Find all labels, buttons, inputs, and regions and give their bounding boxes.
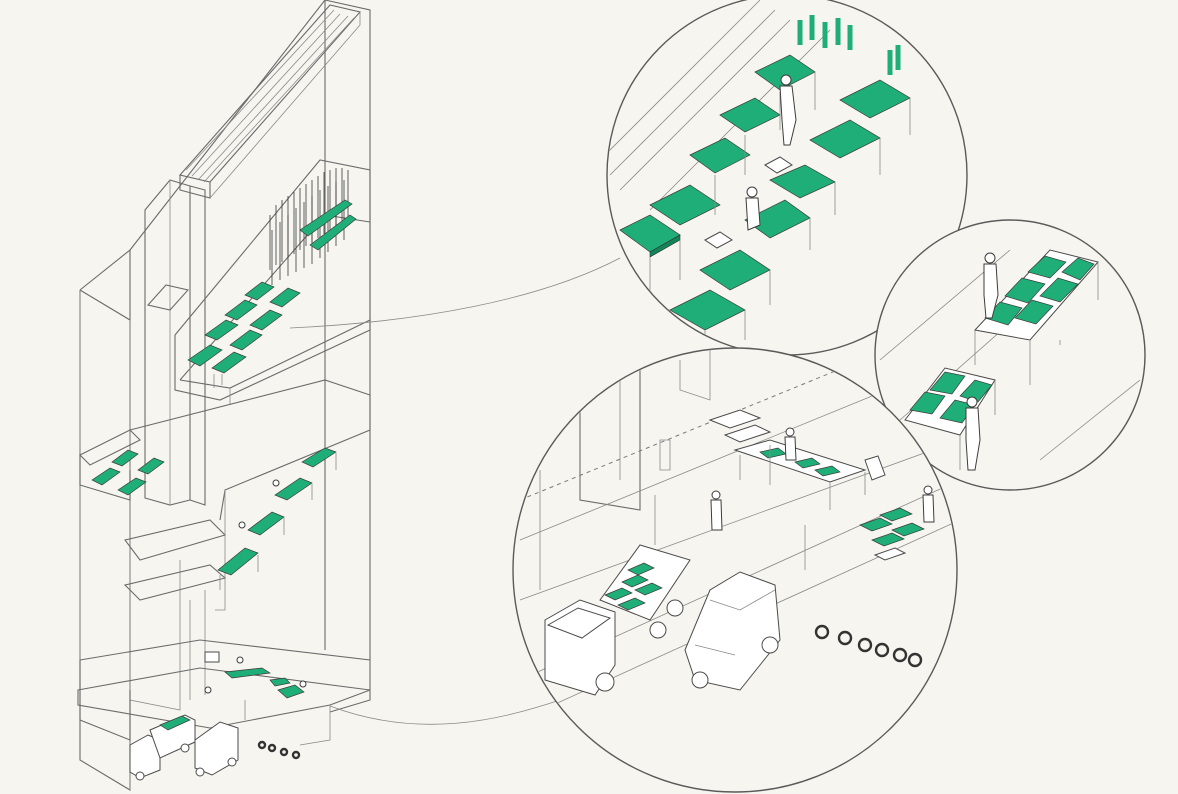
middle-floor: [79, 379, 371, 611]
packing-workers: [965, 252, 999, 471]
delivery-workers: [710, 427, 935, 531]
callout-ground-delivery: [512, 347, 958, 793]
building-section: [77, 0, 621, 791]
van-small: [194, 721, 239, 777]
callout-packing-tables: [874, 219, 1146, 491]
callout-growing-tables: [606, 0, 968, 356]
flatbed-truck: [544, 544, 691, 696]
upper-growing-floor: [174, 159, 371, 405]
bikes-small: [257, 740, 301, 760]
ground-logistics-floor: [77, 639, 371, 746]
leader-line-upper: [289, 257, 621, 329]
cargo-bikes: [814, 624, 923, 668]
tables-middle-right: [217, 447, 337, 590]
tables-middle-left: [91, 449, 165, 496]
vertical-core: [123, 179, 227, 711]
roof-greenhouse: [178, 4, 362, 199]
growing-tables-upper: [187, 281, 301, 388]
delivery-van: [684, 571, 781, 691]
leader-line-ground: [329, 699, 561, 725]
worker-figure: [745, 74, 797, 231]
truck-small: [129, 714, 196, 781]
